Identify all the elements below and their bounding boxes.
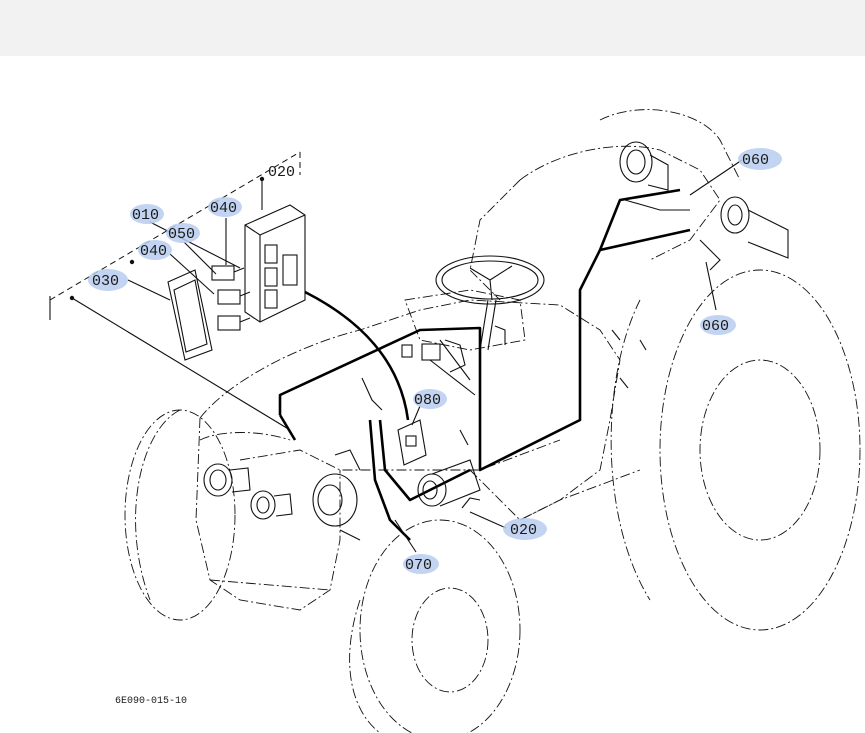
svg-text:080: 080 [414, 392, 441, 409]
fuse-box-group [49, 151, 306, 431]
dash-switches [361, 325, 506, 411]
front-wheel-right [349, 519, 521, 733]
diagram-canvas: 020 010 040 050 040 030 060 060 [0, 56, 865, 733]
alternator [312, 449, 361, 541]
svg-text:050: 050 [168, 226, 195, 243]
callout-060-a[interactable]: 060 [738, 148, 782, 170]
svg-text:030: 030 [92, 273, 119, 290]
rear-lamp-lower [699, 196, 789, 271]
rear-lamp-upper [619, 141, 690, 211]
callout-040-b[interactable]: 040 [138, 240, 172, 260]
callout-020-b[interactable]: 020 [503, 518, 547, 540]
starter-motor [417, 459, 481, 507]
callout-030[interactable]: 030 [88, 269, 128, 291]
callout-070[interactable]: 070 [403, 554, 439, 574]
callouts: 020 010 040 050 040 030 060 060 [88, 148, 782, 574]
callout-050[interactable]: 050 [166, 223, 200, 243]
wiring-harness [278, 188, 691, 541]
top-bar [0, 0, 865, 56]
callout-020-top[interactable]: 020 [268, 164, 295, 181]
rear-wheel-right [610, 269, 861, 631]
callout-080[interactable]: 080 [413, 389, 447, 409]
drawing-code: 6E090-015-10 [115, 696, 187, 707]
tractor-outline [195, 109, 741, 611]
svg-text:060: 060 [702, 318, 729, 335]
headlight-right [250, 490, 293, 520]
sensor-switches [459, 329, 647, 509]
callout-040-a[interactable]: 040 [208, 197, 242, 217]
callout-010[interactable]: 010 [130, 204, 164, 224]
svg-text:060: 060 [742, 152, 769, 169]
svg-text:040: 040 [140, 243, 167, 260]
svg-text:020: 020 [268, 164, 295, 181]
headlight-left [203, 463, 251, 497]
relay-unit [397, 419, 427, 466]
wiring-diagram: 020 010 040 050 040 030 060 060 [49, 109, 861, 733]
svg-text:020: 020 [510, 522, 537, 539]
front-wheel-left [124, 409, 236, 621]
callout-060-b[interactable]: 060 [700, 315, 736, 335]
svg-text:070: 070 [405, 557, 432, 574]
svg-text:010: 010 [132, 207, 159, 224]
leader-lines [394, 159, 743, 553]
svg-text:040: 040 [210, 200, 237, 217]
